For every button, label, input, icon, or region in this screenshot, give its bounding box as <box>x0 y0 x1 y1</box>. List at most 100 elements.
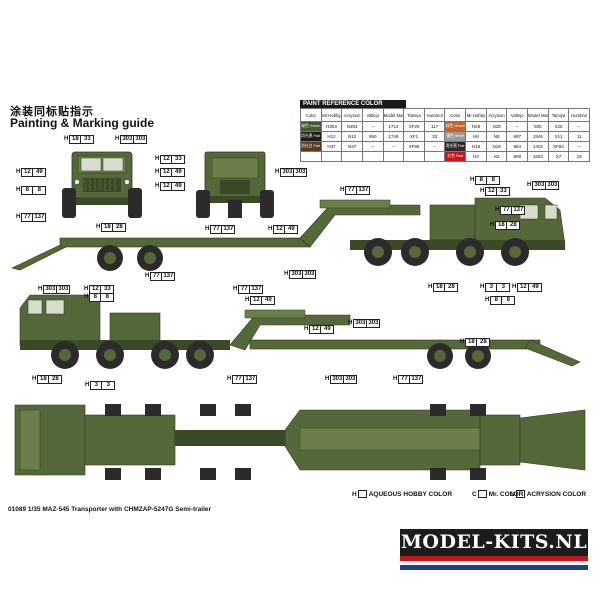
callout-prefix: H <box>84 294 89 300</box>
callout-prefix: H <box>32 376 37 382</box>
callout-number: 137 <box>512 206 526 215</box>
callout-code: 3 <box>90 381 103 390</box>
front-view-truck <box>62 151 142 218</box>
paint-code-cell: 19 <box>568 151 590 162</box>
callout-number: 49 <box>285 225 299 234</box>
callout-prefix: H <box>275 169 280 175</box>
legend-text: AQUEOUS HOBBY COLOR <box>368 490 453 498</box>
callout-prefix: H <box>460 339 465 345</box>
callout-number: 8 <box>101 293 115 302</box>
legend-acrysion: N ACRYSION COLOR <box>510 490 586 498</box>
callout-prefix: H <box>233 286 238 292</box>
callout-prefix: H <box>205 226 210 232</box>
legend-swatch <box>357 490 367 498</box>
callout-prefix: H <box>85 382 90 388</box>
callout-code: 8 <box>89 293 102 302</box>
callout-number: 303 <box>546 181 560 190</box>
callout-prefix: H <box>348 320 353 326</box>
callout-code: 12 <box>485 187 498 196</box>
callout-code: 303 <box>330 375 345 384</box>
callout-number: 137 <box>410 375 424 384</box>
callout-code: 8 <box>490 296 503 305</box>
callout-number: 303 <box>367 319 381 328</box>
callout-number: 3 <box>102 381 116 390</box>
callout-prefix: H <box>490 222 495 228</box>
callout-code: 77 <box>210 225 223 234</box>
callout-number: 303 <box>57 285 71 294</box>
callout-prefix: H <box>393 376 398 382</box>
callout-code: 77 <box>345 186 358 195</box>
legend-mark: N <box>510 490 515 498</box>
side-view-right <box>11 197 566 271</box>
callout-number: 3 <box>497 283 511 292</box>
callout-number: 28 <box>477 338 491 347</box>
callout-prefix: H <box>485 297 490 303</box>
callout-number: 137 <box>33 213 47 222</box>
callout-code: 18 <box>69 135 82 144</box>
callout-prefix: H <box>304 326 309 332</box>
callout-prefix: H <box>64 136 69 142</box>
callout-prefix: H <box>470 177 475 183</box>
callout-prefix: H <box>495 207 500 213</box>
callout-prefix: H <box>16 169 21 175</box>
callout-prefix: H <box>84 286 89 292</box>
callout-prefix: H <box>16 214 21 220</box>
callout-prefix: H <box>38 286 43 292</box>
callout-code: 8 <box>21 186 34 195</box>
callout-number: 49 <box>262 296 276 305</box>
callout-prefix: H <box>227 376 232 382</box>
legend-mark: C <box>472 490 477 498</box>
callout-code: 12 <box>309 325 322 334</box>
callout-code: 18 <box>433 283 446 292</box>
callout-number: 303 <box>303 270 317 279</box>
callout-number: 33 <box>81 135 95 144</box>
callout-code: 77 <box>21 213 34 222</box>
model-kits-logo <box>400 529 588 570</box>
callout-prefix: H <box>115 136 120 142</box>
callout-number: 8 <box>33 186 47 195</box>
callout-number: 137 <box>162 272 176 281</box>
callout-code: 303 <box>353 319 368 328</box>
callout-code: 77 <box>500 206 513 215</box>
callout-prefix: H <box>512 284 517 290</box>
legend-text: ACRYSION COLOR <box>526 490 587 498</box>
callout-code: 303 <box>289 270 304 279</box>
callout-code: 12 <box>160 182 173 191</box>
callout-number: 137 <box>244 375 258 384</box>
callout-number: 8 <box>487 176 501 185</box>
callout-code: 77 <box>238 285 251 294</box>
callout-code: 18 <box>101 223 114 232</box>
